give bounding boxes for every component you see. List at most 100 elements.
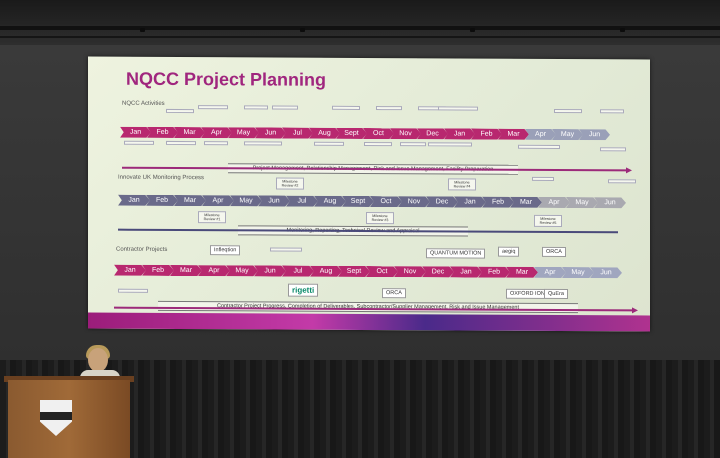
activity-note [166,140,196,146]
activity-note [166,108,194,114]
slide-footer-graphic [88,312,650,332]
ceiling [0,0,720,45]
month-chevron: Mar [170,265,202,276]
month-chevron: Sept [338,266,370,277]
month-chevron: Sept [336,128,367,139]
month-chevron: Jun [594,197,626,208]
month-chevron: Apr [538,197,570,208]
month-chevron: Jan [114,265,146,276]
month-chevron: Mar [174,195,206,206]
ceiling-truss-lower [0,36,720,38]
month-chevron: Jan [444,128,475,139]
activity-note [244,141,282,146]
month-chevron: Jan [454,196,486,207]
month-chevron: May [552,129,583,140]
infleqtion-logo: Infleqtion [210,245,241,256]
activity-note [364,141,392,147]
month-chevron: Apr [198,265,230,276]
section-label-nqcc: NQCC Activities [122,100,165,107]
activity-note [204,141,228,146]
month-chevron: Nov [390,128,421,139]
activity-note [428,142,472,147]
quera-logo: QuEra [544,288,568,300]
month-chevron: Feb [142,265,174,276]
contractor-note [118,288,148,293]
section-label-innovate: Innovate UK Monitoring Process [118,174,205,182]
activity-note [376,106,402,111]
orca-logo: ORCA [382,288,406,299]
month-chevron: Feb [147,127,178,138]
milestone-note: Milestone Review #2 [276,177,304,190]
milestone-note [608,179,636,184]
month-chevron: Apr [202,195,234,206]
aegiq-logo: aegiq [498,246,520,257]
activity-note [244,105,268,110]
crest-band [40,412,72,420]
stage-light [620,28,625,32]
month-chevron: Jun [255,127,286,138]
month-chevron: Feb [146,195,178,206]
milestone-note: Milestone Review #1 [198,211,226,224]
contractor-note [270,247,302,252]
month-chevron: May [228,127,259,138]
month-chevron: Sept [342,196,374,207]
orca-logo: ORCA [542,246,566,258]
projection-screen: NQCC Project Planning NQCC Activities Ja… [88,56,650,332]
month-chevron: Mar [174,127,205,138]
activity-note [332,105,360,110]
arrow-head-icon [626,167,632,174]
milestone-note: Milestone Review #3 [366,211,394,225]
month-chevron: Jun [254,265,286,276]
month-chevron: May [562,267,594,278]
slide-title: NQCC Project Planning [126,68,327,90]
activity-note [600,147,626,152]
rigetti-logo: rigetti [288,283,319,297]
milestone-note: Milestone Review #4 [448,178,476,191]
month-chevron: Feb [478,267,510,278]
month-chevron: Oct [366,266,398,277]
milestone-note [532,176,554,181]
month-chevron: Apr [534,267,566,278]
month-chevron: Aug [309,128,340,139]
month-chevron: Aug [310,266,342,277]
month-chevron: Mar [510,197,542,208]
month-chevron: Jun [590,267,622,278]
presenter-head [88,348,108,372]
month-chevron: Dec [422,266,454,277]
activity-note [600,109,624,114]
month-chevron: Apr [201,127,232,138]
month-chevron: Jun [579,129,610,140]
month-chevron: Jul [282,266,314,277]
month-chevron: Aug [314,196,346,207]
month-chevron: Feb [482,197,514,208]
month-chevron: Apr [525,129,556,140]
month-chevron: Jun [258,195,290,206]
month-chevron: Mar [498,129,529,140]
month-chevron: Oct [370,196,402,207]
stage-light [300,28,305,32]
month-chevron: Jul [282,128,313,139]
section-label-contractor: Contractor Projects [116,246,168,253]
milestone-note: Milestone Review #5 [534,214,562,228]
podium-top [4,376,134,382]
activity-note [314,141,344,146]
month-chevron: Mar [506,267,538,278]
month-chevron: Nov [394,266,426,277]
activity-note [438,106,478,111]
activity-note [518,144,560,150]
month-chevron: Dec [426,196,458,207]
activity-note [554,108,582,114]
quantum-motion-logo: QUANTUM MOTION [426,248,486,259]
month-chevron: Jan [118,195,150,206]
activity-note [198,105,228,110]
month-chevron: Jul [286,196,318,207]
stage-light [470,28,475,32]
activity-note [124,140,154,145]
month-chevron: May [230,195,262,206]
month-chevron: Feb [471,129,502,140]
month-chevron: Jan [120,127,151,138]
month-chevron: Oct [363,128,394,139]
